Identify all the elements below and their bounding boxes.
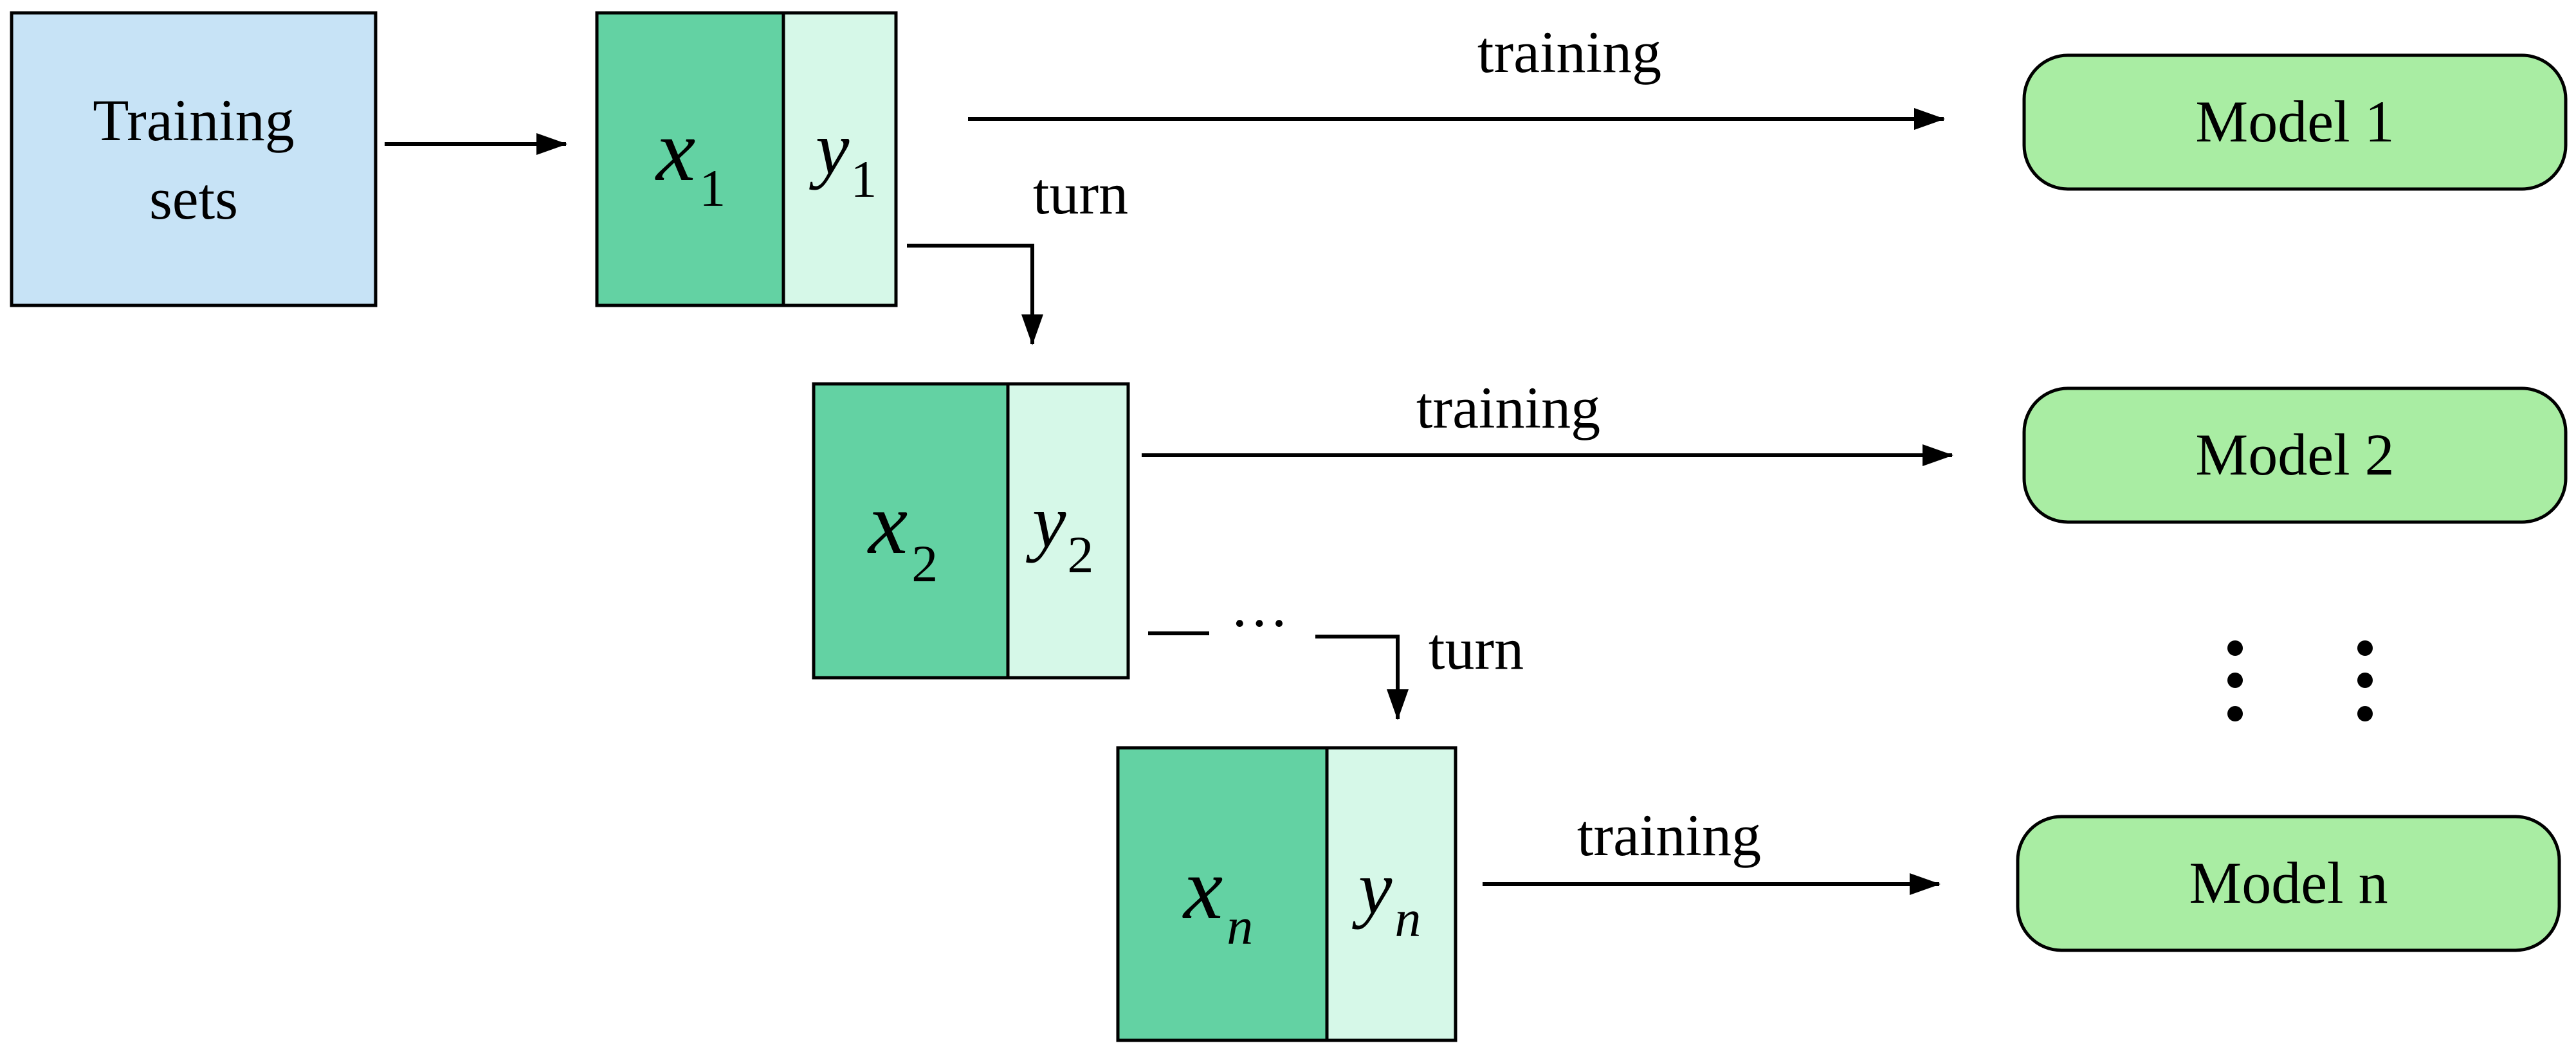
arrow-turn-1 bbox=[907, 244, 1043, 345]
model-2-box bbox=[2022, 386, 2568, 524]
vertical-ellipsis-dot bbox=[2357, 640, 2373, 656]
subset-2-y-block bbox=[1006, 382, 1130, 680]
subset-1-x-label: x1 bbox=[655, 101, 726, 217]
subset-n-y-label: yn bbox=[1352, 846, 1421, 948]
edge-label-ellipsis: ··· bbox=[1230, 590, 1289, 656]
model-1-label: Model 1 bbox=[2195, 89, 2394, 154]
model-n-box bbox=[2016, 815, 2561, 952]
subset-2: x2 y2 bbox=[812, 382, 1130, 680]
model-1-node: Model 1 bbox=[2022, 53, 2568, 191]
model-2-node: Model 2 bbox=[2022, 386, 2568, 524]
vertical-ellipsis-dot bbox=[2227, 640, 2243, 656]
subset-1-y-block bbox=[781, 11, 898, 307]
edge-label-turn-2: turn bbox=[1429, 616, 1524, 682]
model-1-box bbox=[2022, 53, 2568, 191]
training-sets-node: Training sets bbox=[10, 11, 378, 307]
edge-label-turn-1: turn bbox=[1033, 161, 1128, 226]
subset-1-y-label: y1 bbox=[809, 106, 877, 208]
vertical-ellipsis-dot bbox=[2357, 706, 2373, 721]
subset-2-x-block bbox=[812, 382, 1010, 680]
model-n-label: Model n bbox=[2189, 850, 2388, 916]
vertical-ellipsis-dot bbox=[2357, 673, 2373, 688]
subset-n-x-label: xn bbox=[1182, 839, 1253, 955]
edge-label-training-n: training bbox=[1577, 802, 1761, 868]
vertical-ellipsis-dot bbox=[2227, 706, 2243, 721]
model-2-label: Model 2 bbox=[2195, 422, 2394, 487]
subset-2-x-label: x2 bbox=[867, 474, 938, 593]
arrow-turn-2 bbox=[1315, 635, 1409, 720]
model-n-node: Model n bbox=[2016, 815, 2561, 952]
subset-1: x1 y1 bbox=[595, 11, 898, 307]
subset-n: xn yn bbox=[1116, 746, 1457, 1042]
vertical-ellipsis-dot bbox=[2227, 673, 2243, 688]
vertical-ellipsis-icon bbox=[2227, 640, 2373, 721]
edge-label-training-1: training bbox=[1477, 19, 1661, 85]
training-sets-label-line1: Training bbox=[93, 87, 295, 153]
training-sets-box bbox=[10, 11, 378, 307]
training-sets-label-line2: sets bbox=[149, 166, 238, 231]
subset-2-y-label: y2 bbox=[1026, 479, 1093, 584]
subset-n-y-block bbox=[1325, 746, 1457, 1042]
edge-label-training-2: training bbox=[1416, 375, 1600, 440]
